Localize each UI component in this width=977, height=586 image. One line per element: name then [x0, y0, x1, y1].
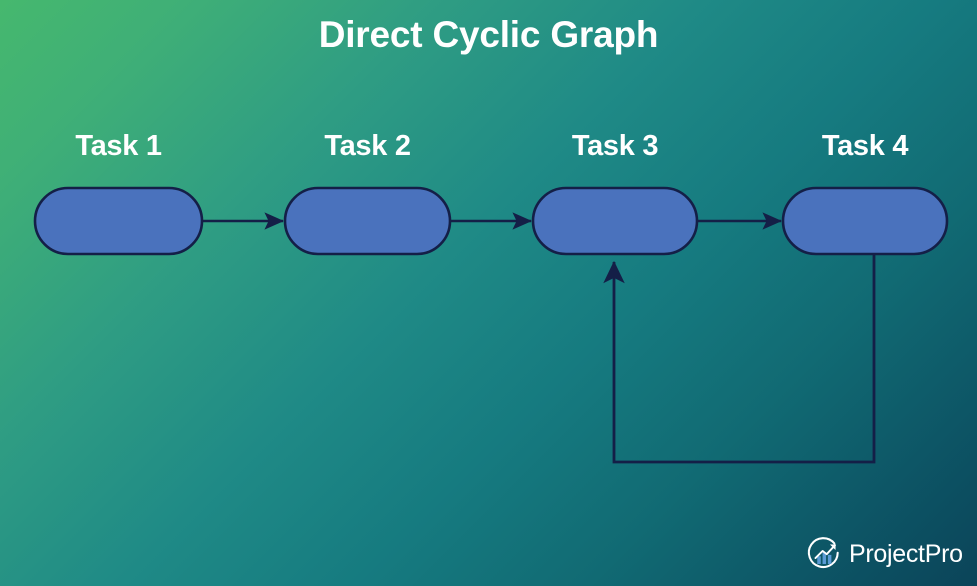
node-task1[interactable] [33, 186, 204, 256]
logo-text-project: Project [849, 539, 925, 568]
node-task4[interactable] [781, 186, 949, 256]
logo-wordmark: ProjectPro [849, 540, 963, 569]
projectpro-logo[interactable]: ProjectPro [806, 536, 963, 572]
page-title: Direct Cyclic Graph [318, 14, 659, 55]
node-label-task1: Task 1 [75, 130, 162, 162]
node-label-task4: Task 4 [821, 130, 909, 162]
logo-text-pro: Pro [924, 539, 963, 568]
projectpro-chart-arrow-icon [807, 537, 839, 568]
node-task2[interactable] [283, 186, 452, 256]
edge-task4-task3-feedback [603, 255, 876, 464]
node-task3[interactable] [531, 186, 699, 256]
node-label-task2: Task 2 [324, 130, 411, 162]
node-label-task3: Task 3 [571, 130, 659, 162]
